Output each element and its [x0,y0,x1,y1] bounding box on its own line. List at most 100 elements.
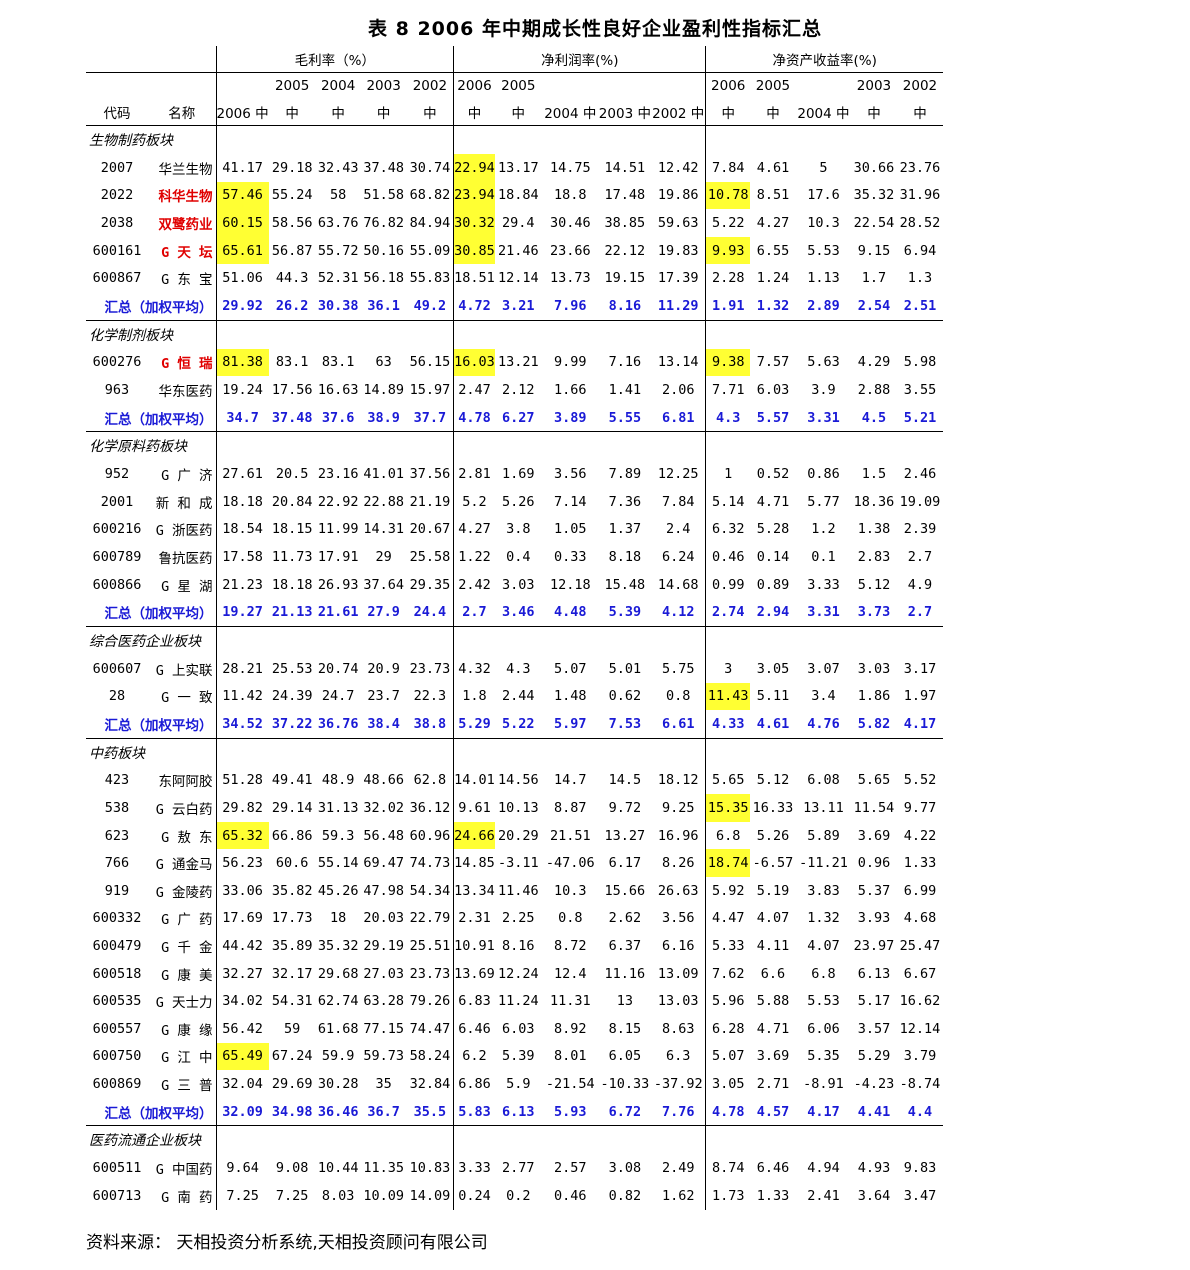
section-title-spacer [407,738,454,767]
value-cell: 18.74 [705,849,750,878]
value-cell: 1.73 [705,1182,750,1210]
header-year-cell: 2002 [412,78,448,94]
value-cell: 14.31 [363,521,404,538]
value-cell: 2.83 [857,548,891,565]
stock-name: G 三 普 [161,1078,213,1095]
header-year-cell: 2004 [320,78,356,94]
stock-name: G 天士力 [155,995,213,1012]
value-cell: 56.48 [363,827,404,844]
value-cell: 25.51 [409,938,451,955]
header-label-cell: 中 [268,99,316,126]
section-title-spacer [851,126,897,155]
value-cell: 5.37 [857,882,891,899]
section-title-spacer [542,738,599,767]
section-title-spacer [897,320,943,349]
value-cell: 2.28 [705,264,750,292]
value-cell: 2.81 [453,460,495,488]
header-group-gross-margin: 毛利率（%） [215,46,454,73]
value-cell: 0.8 [558,910,583,927]
stock-name: G 广 济 [161,468,213,485]
value-cell: 5.92 [705,877,750,905]
value-cell: 0.4 [506,548,531,565]
value-cell: 6.46 [453,1015,495,1043]
section-title-spacer [453,431,495,461]
section-title-spacer [851,1126,897,1155]
total-value-cell: 3.46 [494,598,542,627]
total-value-cell: 4.4 [896,1097,943,1127]
value-cell: 13.11 [803,800,844,817]
value-cell: 13.09 [657,965,699,982]
section-title-spacer [361,738,407,767]
value-cell: 31.96 [899,187,941,204]
value-cell: 4.11 [756,938,790,955]
value-cell: 6.86 [453,1070,495,1098]
section-title-spacer [361,1126,407,1155]
value-cell: 4.68 [903,910,937,927]
total-label: 汇总（加权平均） [86,1097,216,1127]
value-cell: 20.5 [275,466,309,483]
stock-code: 963 [104,381,130,398]
value-cell: 2.41 [807,1187,840,1204]
stock-code: 600750 [92,1048,142,1065]
section-title-spacer [316,738,361,767]
total-value-cell: 21.61 [315,598,361,627]
header-year-cell [542,73,599,100]
value-cell: 3.47 [903,1187,937,1204]
section-title-spacer [361,432,407,461]
value-cell: 19.09 [899,493,941,510]
stock-code: 2022 [100,187,134,204]
value-cell: 14.7 [554,772,587,789]
section-title-spacer [651,126,706,155]
value-cell: 17.6 [807,187,840,204]
value-cell: 65.32 [215,821,269,850]
value-cell: 8.87 [554,800,587,817]
value-cell: 1.62 [661,1187,695,1204]
value-cell: 8.26 [661,855,695,872]
value-cell: 8.16 [502,938,535,955]
value-cell: 25.53 [271,660,313,677]
total-value-cell: 6.27 [494,403,542,433]
value-cell: 29.35 [409,576,451,593]
section-title: 化学原料药板块 [89,439,187,456]
section-title-spacer [599,626,651,655]
value-cell: 17.73 [271,910,313,927]
value-cell: 3.69 [756,1048,790,1065]
value-cell: 2.46 [903,466,937,483]
section-title-spacer [599,738,651,767]
value-cell: 3.93 [857,910,891,927]
value-cell: 30.32 [453,209,495,237]
value-cell: 2.88 [857,381,891,398]
total-value-cell: 37.6 [315,403,361,433]
stock-code: 919 [104,882,130,899]
section-title-spacer [651,1126,706,1155]
section-title-spacer [651,738,706,767]
value-cell: 35 [375,1076,392,1093]
total-value-cell: 37.7 [406,403,454,433]
value-cell: 17.56 [271,381,313,398]
value-cell: 9.99 [554,354,587,371]
value-cell: 54.34 [409,882,451,899]
total-value-cell: 1.91 [705,291,750,321]
header-label-cell: 2002 中 [650,99,706,126]
value-cell: 4.27 [756,214,790,231]
value-cell: 2.71 [756,1076,790,1093]
stock-name: G 通金马 [155,857,213,874]
value-cell: 48.9 [321,772,355,789]
value-cell: 4.3 [506,660,531,677]
value-cell: 5.14 [705,487,750,516]
value-cell: 4.71 [756,1020,790,1037]
total-value-cell: 5.21 [896,403,943,433]
value-cell: 6.67 [903,965,937,982]
stock-name: 新 和 成 [155,495,213,512]
section-title-spacer [705,320,750,349]
value-cell: 0.33 [554,548,587,565]
total-value-cell: 4.48 [541,598,599,627]
value-cell: 6.03 [756,381,790,398]
header-label-cell: 中 [705,99,750,126]
value-cell: 19.83 [657,242,699,259]
value-cell: 17.58 [215,543,269,571]
stock-name: G 一 致 [161,690,213,707]
